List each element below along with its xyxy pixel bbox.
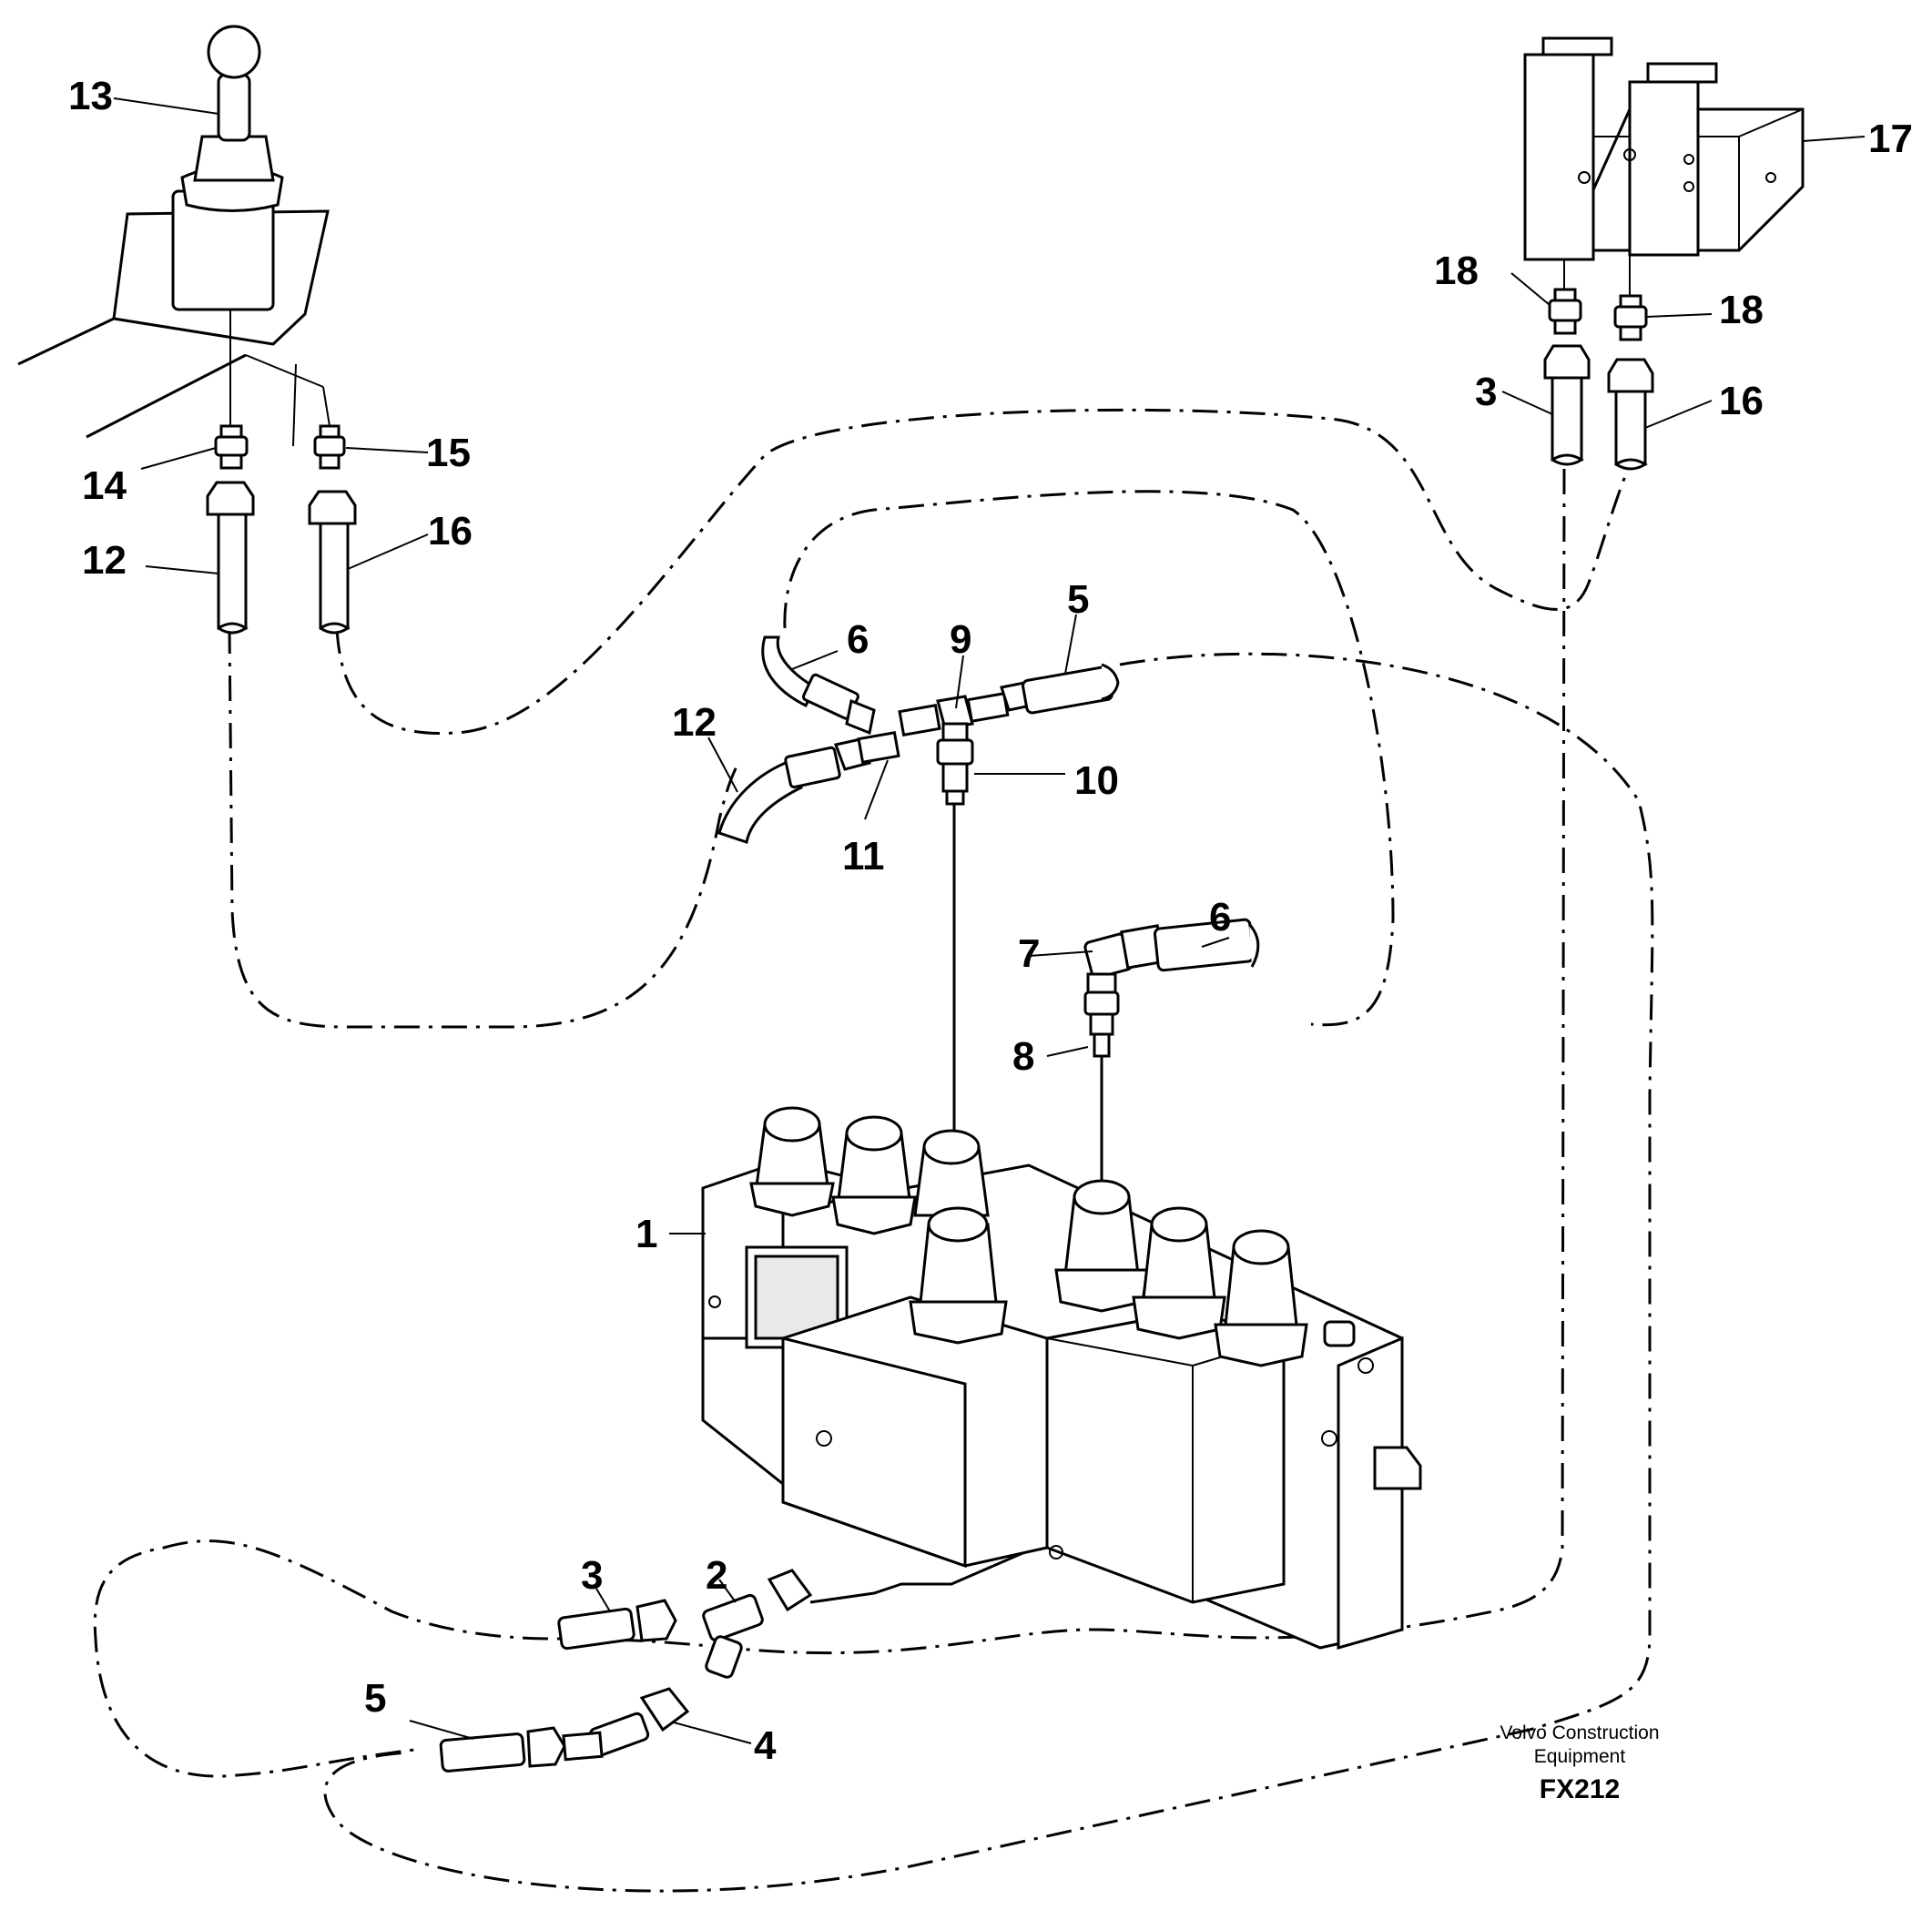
valve-block-1 bbox=[701, 1106, 1422, 1650]
elbow-assembly bbox=[1083, 918, 1260, 1058]
callout-5: 5 bbox=[1067, 577, 1089, 622]
fitting-14 bbox=[214, 424, 249, 470]
credit-block: Volvo Construction Equipment FX212 bbox=[1500, 1722, 1659, 1804]
callout-labels: 13 14 15 12 16 17 18 18 3 16 6 9 5 12 10… bbox=[68, 74, 1913, 1768]
credit-line-1: Volvo Construction bbox=[1500, 1722, 1659, 1743]
hose-end-16-top bbox=[1607, 358, 1654, 471]
credit-line-2: Equipment bbox=[1534, 1746, 1626, 1767]
solenoid-caps bbox=[749, 1106, 1308, 1367]
callout-2: 2 bbox=[706, 1553, 727, 1598]
hose-end-5-bottom bbox=[439, 1732, 526, 1773]
callout-7: 7 bbox=[1018, 931, 1040, 976]
callout-13: 13 bbox=[68, 74, 113, 118]
adapter-11 bbox=[857, 730, 900, 765]
callout-18: 18 bbox=[1719, 288, 1764, 332]
hose-end-3-top bbox=[1543, 344, 1591, 466]
callout-6: 6 bbox=[1209, 895, 1231, 940]
switch-block-left bbox=[1523, 53, 1595, 261]
elbow-2 bbox=[702, 1593, 764, 1642]
callout-18: 18 bbox=[1434, 249, 1479, 293]
leader-lines bbox=[113, 97, 1866, 1744]
nut-3 bbox=[636, 1599, 677, 1642]
callout-3: 3 bbox=[581, 1553, 603, 1598]
hose-route-16-upper bbox=[335, 408, 1632, 736]
nut-5 bbox=[526, 1726, 566, 1768]
hose-route-6 bbox=[783, 490, 1395, 1027]
nut-2 bbox=[767, 1569, 813, 1612]
joystick-assembly bbox=[17, 25, 330, 447]
callout-14: 14 bbox=[82, 463, 127, 508]
tee-assembly bbox=[717, 635, 1120, 844]
callout-1: 1 bbox=[636, 1212, 657, 1256]
callout-4: 4 bbox=[754, 1723, 777, 1768]
callout-3: 3 bbox=[1475, 370, 1497, 414]
callout-11: 11 bbox=[842, 834, 885, 879]
fitting-18-right bbox=[1613, 294, 1648, 341]
hose-routes bbox=[93, 408, 1654, 1893]
callout-6: 6 bbox=[847, 617, 869, 662]
bottom-fittings bbox=[439, 1569, 813, 1773]
callout-9: 9 bbox=[950, 617, 971, 662]
callout-17: 17 bbox=[1868, 117, 1913, 161]
callout-10: 10 bbox=[1074, 758, 1119, 803]
nut-6-top bbox=[845, 698, 876, 736]
callout-12: 12 bbox=[672, 700, 717, 745]
callout-16: 16 bbox=[428, 509, 473, 554]
hose-route-3 bbox=[93, 468, 1566, 1778]
hose-end-6-right bbox=[1153, 918, 1256, 972]
joystick-lever bbox=[217, 73, 251, 142]
fitting-10 bbox=[936, 738, 974, 766]
callout-12: 12 bbox=[82, 538, 127, 583]
bracket-assembly-17 bbox=[1523, 36, 1805, 296]
callout-5: 5 bbox=[364, 1676, 386, 1721]
hose-route-12 bbox=[228, 627, 739, 1029]
hose-route-5 bbox=[323, 652, 1654, 1893]
switch-block-right bbox=[1628, 80, 1700, 257]
tee-9 bbox=[936, 695, 974, 730]
callout-16: 16 bbox=[1719, 379, 1764, 423]
hose-end-12-left bbox=[206, 481, 255, 635]
joystick-boot bbox=[193, 135, 275, 182]
hose-end-3-bottom bbox=[557, 1607, 636, 1651]
fitting-18-left bbox=[1548, 288, 1582, 335]
hose-end-16-left bbox=[308, 490, 357, 635]
callout-8: 8 bbox=[1012, 1034, 1034, 1079]
fitting-8 bbox=[1086, 972, 1117, 994]
nut-4 bbox=[639, 1687, 690, 1732]
callout-15: 15 bbox=[426, 431, 471, 475]
fitting-15 bbox=[313, 424, 346, 470]
figure-code: FX212 bbox=[1540, 1774, 1620, 1804]
hose-route-2 bbox=[809, 1537, 1057, 1604]
joystick-knob bbox=[207, 25, 261, 79]
hose-end-5-top bbox=[1022, 665, 1113, 715]
